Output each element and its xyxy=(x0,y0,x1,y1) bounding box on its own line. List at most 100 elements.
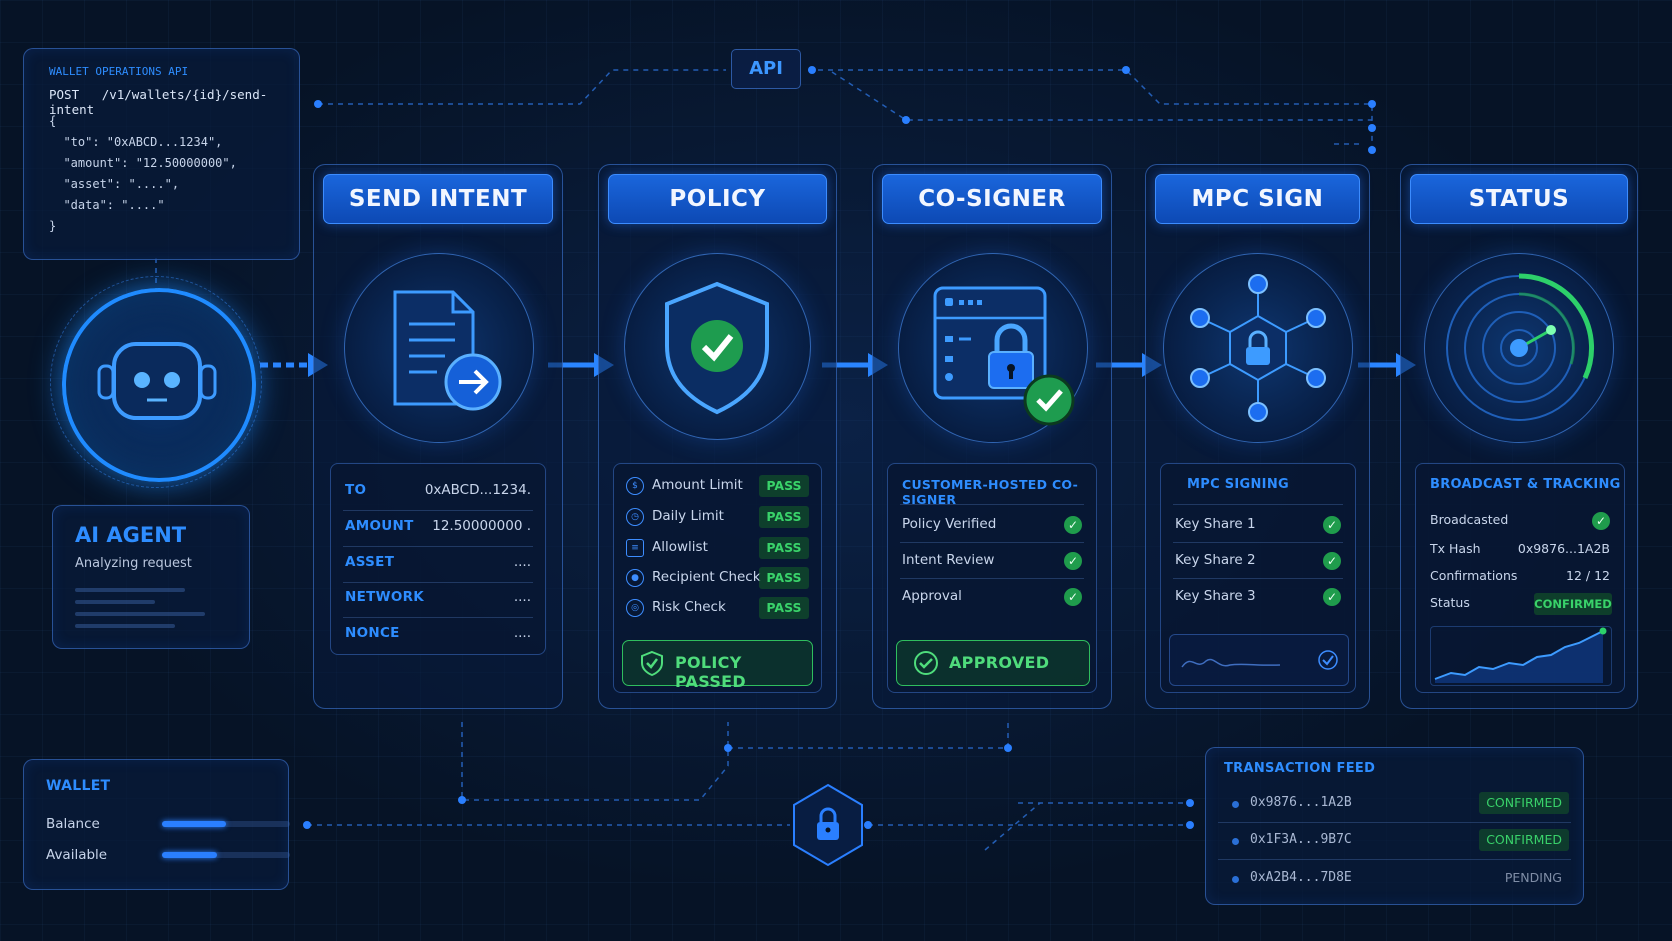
placeholder-line xyxy=(75,588,185,592)
policy-checks-card: $ Amount Limit PASS ◷ Daily Limit PASS ≡… xyxy=(613,463,822,693)
card-title: CUSTOMER-HOSTED CO-SIGNER xyxy=(902,477,1079,507)
tx-hash: 0xA2B4...7D8E xyxy=(1250,870,1352,885)
field-value: 12.50000000 . xyxy=(432,518,531,534)
step-header: SEND INTENT xyxy=(323,174,553,224)
item-label: Policy Verified xyxy=(902,516,997,532)
document-send-icon xyxy=(393,290,502,411)
pass-badge: PASS xyxy=(759,597,809,619)
check-icon: ✓ xyxy=(1323,516,1341,534)
pass-badge: PASS xyxy=(759,506,809,528)
row-label: Broadcasted xyxy=(1430,512,1509,527)
risk-icon: ◎ xyxy=(626,599,644,617)
tx-status: PENDING xyxy=(1504,870,1562,885)
broadcast-card: BROADCAST & TRACKING Broadcasted ✓ Tx Ha… xyxy=(1415,463,1625,693)
co-signer-item: Approval ✓ xyxy=(888,586,1096,610)
co-signer-item: Intent Review ✓ xyxy=(888,550,1096,574)
send-intent-badge xyxy=(344,253,534,443)
status-dot xyxy=(1232,801,1239,808)
key-share-item: Key Share 3 ✓ xyxy=(1161,586,1355,610)
co-signer-card: CUSTOMER-HOSTED CO-SIGNER Policy Verifie… xyxy=(887,463,1097,693)
recipient-icon: ● xyxy=(626,569,644,587)
feed-title: TRANSACTION FEED xyxy=(1224,761,1376,776)
field-value: .... xyxy=(513,554,531,570)
status-badge xyxy=(1424,253,1614,443)
feed-row[interactable]: 0x1F3A...9B7C CONFIRMED xyxy=(1206,823,1583,859)
sparkline-chart xyxy=(1434,627,1607,683)
field-label: NONCE xyxy=(345,625,400,641)
shield-check-icon xyxy=(665,281,769,415)
placeholder-line xyxy=(75,600,155,604)
field-label: TO xyxy=(345,482,367,498)
item-label: Key Share 2 xyxy=(1175,552,1256,568)
field-value: .... xyxy=(513,589,531,605)
mpc-badge xyxy=(1163,253,1353,443)
check-circle-icon xyxy=(914,651,938,675)
agent-card: AI AGENT Analyzing request xyxy=(52,505,250,649)
key-share-item: Key Share 2 ✓ xyxy=(1161,550,1355,574)
feed-row[interactable]: 0xA2B4...7D8E PENDING xyxy=(1206,861,1583,897)
approved-button[interactable]: APPROVED xyxy=(896,640,1090,686)
status-dot xyxy=(1232,838,1239,845)
api-badge[interactable]: API xyxy=(731,49,801,89)
co-signer-badge xyxy=(898,253,1088,443)
step-policy[interactable]: POLICY $ Amount Limit PASS ◷ Daily Limit… xyxy=(598,164,837,709)
api-code-panel: WALLET OPERATIONS API POST /v1/wallets/{… xyxy=(23,48,300,260)
balance-fill xyxy=(162,821,226,827)
field-value: 0xABCD...1234. xyxy=(424,482,531,498)
available-label: Available xyxy=(46,847,108,863)
wallet-title: WALLET xyxy=(46,778,111,794)
available-fill xyxy=(162,852,218,858)
daily-limit-icon: ◷ xyxy=(626,508,644,526)
agent-status: Analyzing request xyxy=(75,556,192,571)
tx-hash: 0x1F3A...9B7C xyxy=(1250,832,1352,847)
check-label: Daily Limit xyxy=(652,508,724,524)
step-mpc-sign[interactable]: MPC SIGN MPC SIGNING xyxy=(1145,164,1370,709)
balance-bar xyxy=(162,821,290,827)
robot-icon xyxy=(97,342,217,420)
co-signer-item: Policy Verified ✓ xyxy=(888,514,1096,538)
agent-avatar[interactable] xyxy=(62,288,256,482)
step-co-signer[interactable]: CO-SIGNER CUSTOMER-HOSTED CO-SIGNER xyxy=(872,164,1112,709)
wallet-panel: WALLET Balance Available xyxy=(23,759,290,890)
pass-badge: PASS xyxy=(759,567,809,589)
policy-passed-button[interactable]: POLICY PASSED xyxy=(622,640,813,691)
key-share-item: Key Share 1 ✓ xyxy=(1161,514,1355,538)
result-label: POLICY PASSED xyxy=(675,653,746,691)
api-path: /v1/wallets/{id}/send-intent xyxy=(49,87,268,117)
check-icon: ✓ xyxy=(1064,552,1082,570)
api-request-line: POST /v1/wallets/{id}/send-intent xyxy=(49,87,299,117)
signature-icon xyxy=(1181,650,1338,670)
field-label: NETWORK xyxy=(345,589,425,605)
step-status[interactable]: STATUS BROADCAST & TRACKING Broadcasted … xyxy=(1400,164,1638,709)
policy-check-row: ≡ Allowlist PASS xyxy=(614,536,821,560)
step-header: STATUS xyxy=(1410,174,1628,224)
check-label: Risk Check xyxy=(652,599,726,615)
pass-badge: PASS xyxy=(759,537,809,559)
pass-badge: PASS xyxy=(759,475,809,497)
policy-check-row: ◎ Risk Check PASS xyxy=(614,596,821,620)
transaction-feed-panel: TRANSACTION FEED 0x9876...1A2B CONFIRMED… xyxy=(1205,747,1584,905)
check-label: Allowlist xyxy=(652,539,708,555)
tx-status: CONFIRMED xyxy=(1479,792,1569,814)
row-label: Status xyxy=(1430,595,1470,610)
confirmations-sparkline xyxy=(1430,626,1612,686)
check-icon: ✓ xyxy=(1323,588,1341,606)
feed-row[interactable]: 0x9876...1A2B CONFIRMED xyxy=(1206,786,1583,822)
check-icon: ✓ xyxy=(1064,516,1082,534)
step-header: MPC SIGN xyxy=(1155,174,1360,224)
field-value: .... xyxy=(513,625,531,641)
check-label: Amount Limit xyxy=(652,477,743,493)
check-icon: ✓ xyxy=(1064,588,1082,606)
check-label: Recipient Check xyxy=(652,569,761,585)
server-lock-icon xyxy=(933,286,1075,426)
mpc-signing-card: MPC SIGNING Key Share 1 ✓ Key Share 2 ✓ … xyxy=(1160,463,1356,693)
row-label: Tx Hash xyxy=(1430,541,1481,556)
check-icon: ✓ xyxy=(1592,512,1610,530)
placeholder-line xyxy=(75,612,205,616)
confirmations-value: 12 / 12 xyxy=(1566,568,1610,583)
allowlist-icon: ≡ xyxy=(626,539,644,557)
mpc-network-icon xyxy=(1190,274,1326,422)
step-send-intent[interactable]: SEND INTENT TO 0xABCD...1234. AMOUNT 12.… xyxy=(313,164,563,709)
item-label: Approval xyxy=(902,588,962,604)
policy-check-row: ● Recipient Check PASS xyxy=(614,566,821,590)
